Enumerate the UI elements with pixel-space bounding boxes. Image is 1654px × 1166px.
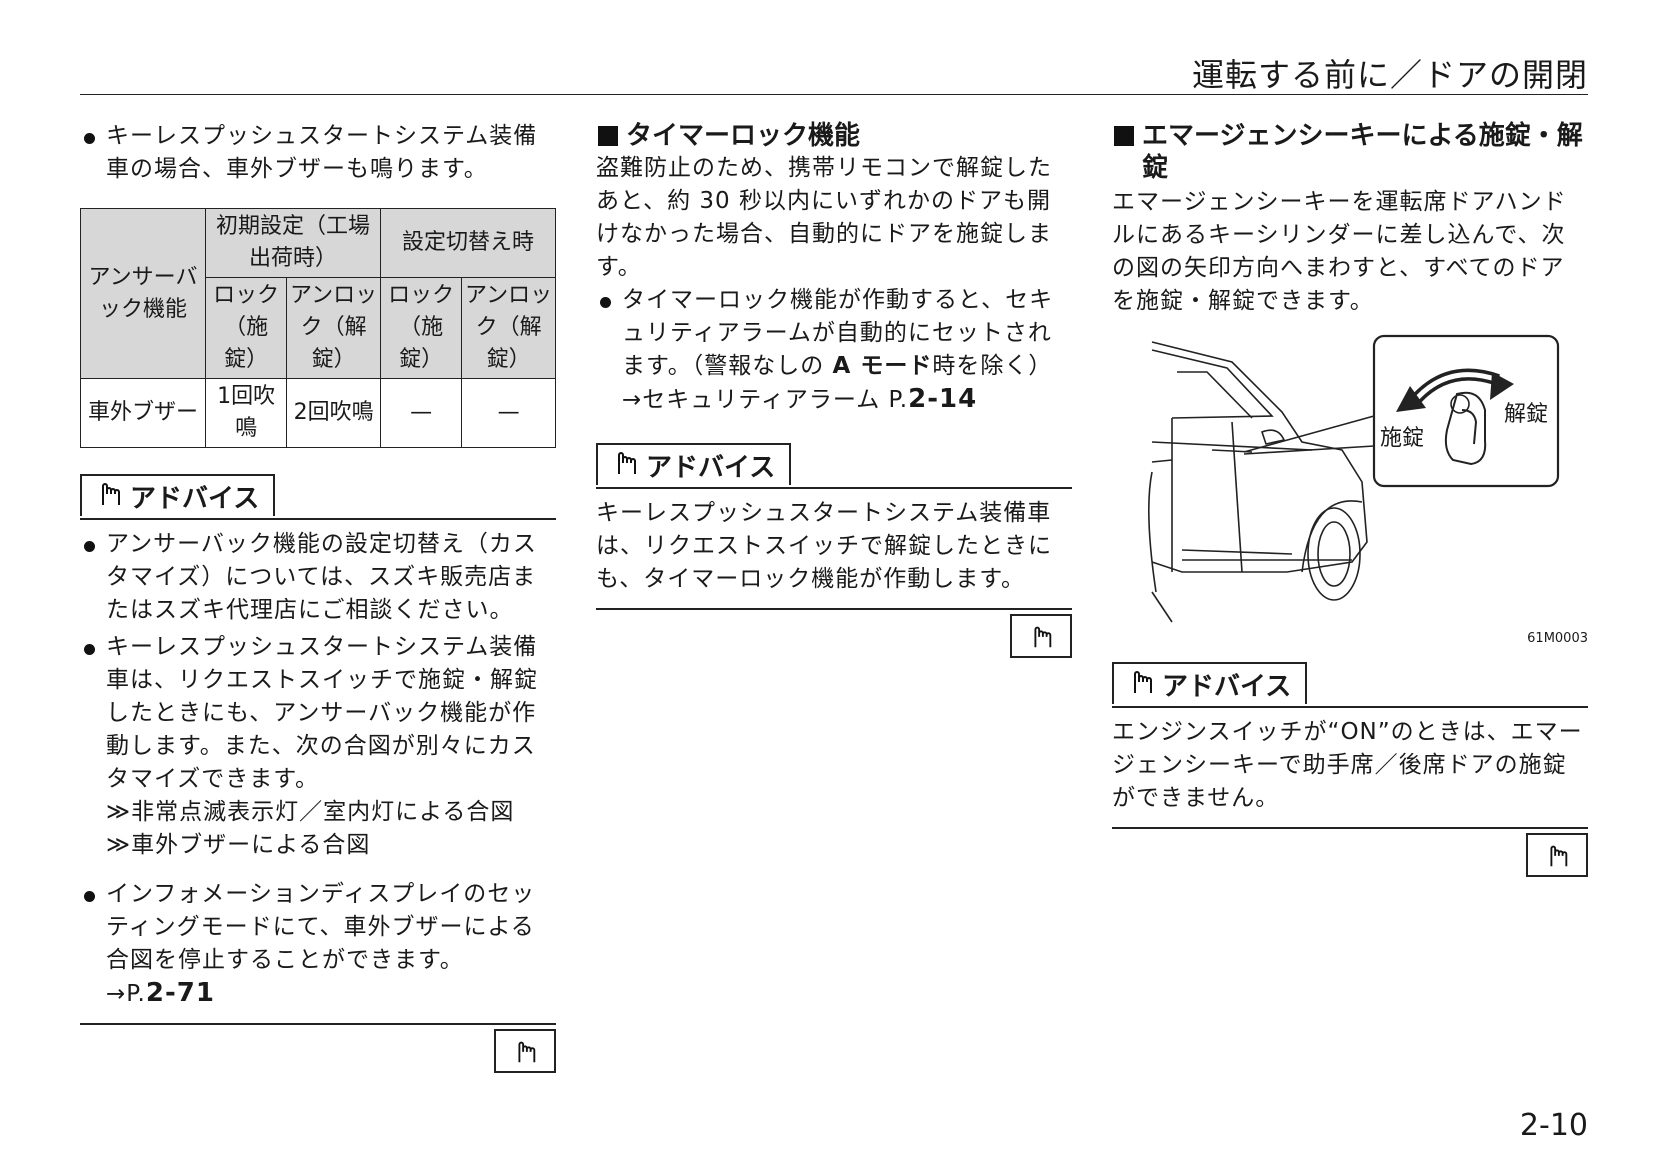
unlock-label: 解錠 [1504,396,1549,428]
column-3: エマージェンシーキーによる施錠・解錠 エマージェンシーキーを運転席ドアハンドルに… [1112,120,1588,877]
table-header-unlock: アンロック（解錠） [461,277,556,379]
advice-bullet-text: キーレスプッシュスタートシステム装備車は、リクエストスイッチで施錠・解錠したとき… [106,634,538,792]
advice-label: アドバイス [1162,671,1292,702]
advice-bullet: インフォメーションディスプレイのセッティングモードにて、車外ブザーによる合図を停… [80,878,556,1011]
emergency-key-figure: 施錠 解錠 61M0003 [1112,332,1588,652]
header-rule [80,94,1588,95]
pointing-hand-icon [1126,666,1156,703]
advice-label: アドバイス [130,483,260,514]
table-cell: — [379,378,463,448]
table-header-lock: ロック（施錠） [379,277,463,379]
figure-code: 61M0003 [1527,631,1588,646]
advice-header: アドバイス [80,474,556,520]
pointing-hand-icon [610,447,640,484]
pointing-hand-icon [1526,833,1588,877]
advice-sub-item: ≫非常点滅表示灯／室内灯による合図 [106,799,515,825]
section-heading: タイマーロック機能 [596,120,1072,152]
pointing-hand-icon [94,478,124,515]
advice-text: エンジンスイッチが“ON”のときは、エマージェンシーキーで助手席／後席ドアの施錠… [1112,719,1583,811]
column-2: タイマーロック機能 盗難防止のため、携帯リモコンで解錠したあと、約 30 秒以内… [596,120,1072,658]
page-reference: →P.2-71 [106,978,215,1008]
page-number: 2-10 [1519,1108,1588,1143]
section-paragraph: 盗難防止のため、携帯リモコンで解錠したあと、約 30 秒以内にいずれかのドアも開… [596,155,1052,280]
pointing-hand-icon [494,1029,556,1073]
section-paragraph: エマージェンシーキーを運転席ドアハンドルにあるキーシリンダーに差し込んで、次の図… [1112,189,1567,314]
car-door-illustration [1148,334,1560,623]
table-cell: 1回吹鳴 [204,378,288,448]
advice-label: アドバイス [646,452,776,483]
table-header-unlock: アンロック（解錠） [286,277,381,379]
table-header-lock: ロック（施錠） [204,277,288,379]
advice-header: アドバイス [596,443,1072,489]
advice-sub-item: ≫車外ブザーによる合図 [106,832,371,858]
table-cell: 2回吹鳴 [286,378,381,448]
table-header-feature: アンサーバック機能 [80,208,206,379]
pointing-hand-icon [1010,614,1072,658]
advice-text: キーレスプッシュスタートシステム装備車は、リクエストスイッチで解錠したときにも、… [596,500,1052,592]
intro-bullet: キーレスプッシュスタートシステム装備車の場合、車外ブザーも鳴ります。 [80,120,556,186]
advice-end [1112,827,1588,877]
advice-bullet-text: インフォメーションディスプレイのセッティングモードにて、車外ブザーによる合図を停… [106,881,536,973]
answerback-table: アンサーバック機能 初期設定（工場出荷時） 設定切替え時 ロック（施錠） アンロ… [80,208,557,448]
section-bullet: タイマーロック機能が作動すると、セキュリティアラームが自動的にセットされます。（… [596,284,1072,417]
table-row: 車外ブザー 1回吹鳴 2回吹鳴 — — [80,378,556,448]
table-header-switch: 設定切替え時 [379,208,557,278]
lock-label: 施錠 [1380,420,1425,452]
advice-header: アドバイス [1112,662,1588,708]
header-title: 運転する前に／ドアの開閉 [1191,56,1588,94]
column-1: キーレスプッシュスタートシステム装備車の場合、車外ブザーも鳴ります。 アンサーバ… [80,120,557,1073]
advice-end [596,608,1072,658]
page-reference: →セキュリティアラーム P.2-14 [622,384,978,414]
advice-bullet: アンサーバック機能の設定切替え（カスタマイズ）については、スズキ販売店またはスズ… [80,528,556,627]
advice-end [80,1023,556,1073]
section-heading: エマージェンシーキーによる施錠・解錠 [1112,120,1588,184]
table-cell: — [461,378,556,448]
table-row-label: 車外ブザー [80,378,206,448]
advice-bullet: キーレスプッシュスタートシステム装備車は、リクエストスイッチで施錠・解錠したとき… [80,631,556,862]
table-header-initial: 初期設定（工場出荷時） [205,208,381,278]
